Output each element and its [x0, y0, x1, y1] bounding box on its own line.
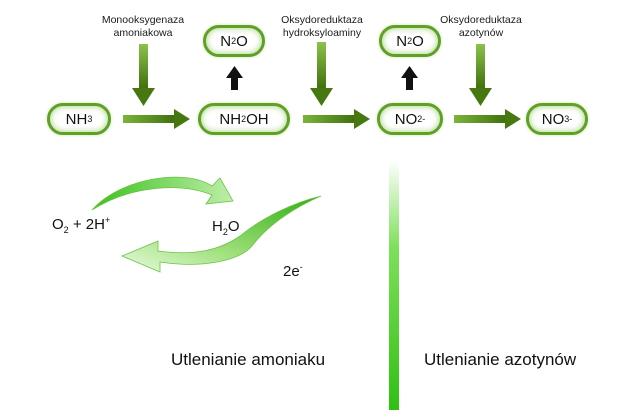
nh2oh-tail: OH: [246, 110, 269, 128]
enzyme-label-hao: Oksydoreduktaza hydroksyloaminy: [276, 14, 368, 40]
n2o-2-sub: 2: [407, 36, 413, 46]
h2o-main: H: [212, 218, 223, 235]
nh3-sub: 3: [87, 114, 93, 124]
up-arrow-n2o-1: [226, 66, 243, 90]
h2o-sub: 2: [222, 227, 228, 237]
up-arrow-n2o-2: [401, 66, 418, 90]
e-sup: -: [299, 262, 303, 272]
nh3-main: NH: [65, 110, 88, 128]
curved-arrow-upper: [91, 176, 234, 211]
down-arrow-hao: [310, 42, 333, 106]
no3-main: NO: [541, 110, 565, 128]
right-arrow-1: [123, 109, 190, 129]
nh2oh-sub: 2: [241, 114, 247, 124]
enzyme-nxr-line1: Oksydoreduktaza: [440, 14, 522, 26]
right-arrow-3: [454, 109, 521, 129]
enzyme-amo-line1: Monooksygenaza: [101, 14, 185, 26]
nh2oh-main: NH: [219, 110, 242, 128]
section-label-ammonia: Utlenianie amoniaku: [171, 350, 326, 369]
n2o-1-tail: O: [236, 32, 248, 50]
curved-arrow-lower: [120, 195, 322, 273]
o2-main: O: [52, 216, 64, 233]
enzyme-amo-line2: amoniakowa: [113, 27, 173, 39]
o2-label: O2 + 2H+: [52, 215, 110, 235]
h2o-tail: O: [227, 218, 240, 235]
right-arrow-2: [303, 109, 370, 129]
enzyme-label-nxr: Oksydoreduktaza azotynów: [435, 14, 527, 40]
no2-main: NO: [394, 110, 418, 128]
down-arrow-amo: [132, 44, 155, 106]
enzyme-nxr-line2: azotynów: [458, 27, 504, 39]
enzyme-label-amo: Monooksygenaza amoniakowa: [98, 14, 188, 40]
down-arrow-nxr: [469, 44, 492, 106]
o2-sup: +: [104, 215, 111, 225]
n2o-2-tail: O: [412, 32, 424, 50]
no2-sup: -: [422, 114, 426, 124]
electrons-label: 2e-: [283, 262, 303, 280]
enzyme-hao-line2: hydroksyloaminy: [282, 27, 362, 39]
o2-rest: + 2H: [68, 216, 105, 233]
h2o-label: H2O: [212, 218, 240, 237]
n2o-1-sub: 2: [231, 36, 237, 46]
separator-bar: [389, 160, 399, 410]
enzyme-hao-line1: Oksydoreduktaza: [281, 14, 363, 26]
o2-sub: 2: [63, 225, 69, 235]
e-main: 2e: [283, 263, 300, 280]
no2-sub: 2: [417, 114, 423, 124]
no3-sub: 3: [564, 114, 570, 124]
n2o-2-main: N: [396, 32, 408, 50]
no3-sup: -: [569, 114, 573, 124]
section-label-nitrite: Utlenianie azotynów: [424, 350, 577, 369]
n2o-1-main: N: [220, 32, 232, 50]
